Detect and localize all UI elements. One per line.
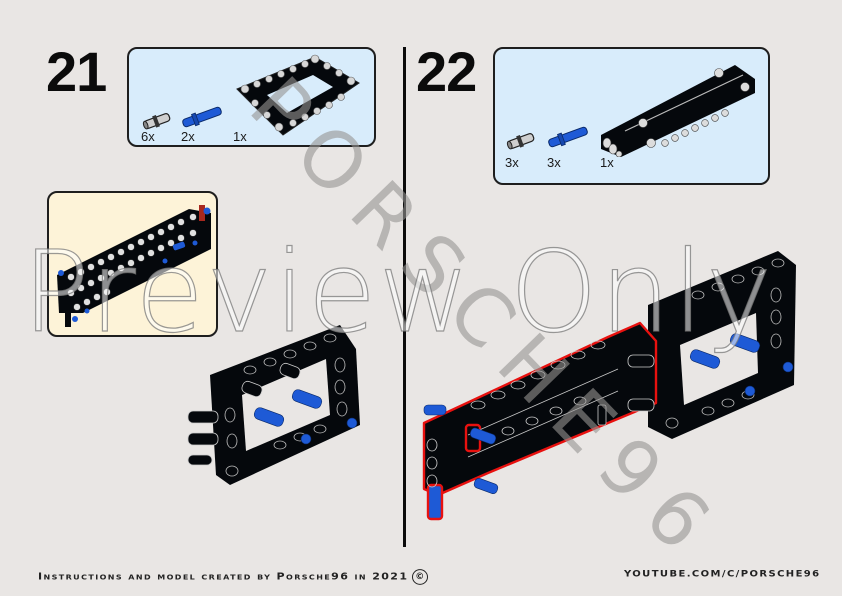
parts-list-box-step-22: 3x 3x 1x <box>493 47 770 185</box>
open-frame-icon <box>236 54 360 136</box>
step-21-model-illustration <box>187 325 360 485</box>
part-qty: 2x <box>181 129 195 144</box>
step-number-21: 21 <box>46 40 107 103</box>
connector-pin-gray-icon <box>506 133 535 150</box>
step-22-model-illustration <box>422 251 796 521</box>
parts-list-box-step-21: 6x 2x 1x <box>127 47 376 147</box>
footer-credit-text: Instructions and model created by Porsch… <box>38 571 409 583</box>
step-divider-line <box>403 47 406 547</box>
part-qty: 3x <box>547 155 561 170</box>
axle-pin-blue-icon <box>182 106 222 128</box>
footer-credit: Instructions and model created by Porsch… <box>38 569 429 585</box>
footer-url[interactable]: youtube.com/c/porsche96 <box>624 569 821 580</box>
part-qty: 6x <box>141 129 155 144</box>
panel-beam-icon <box>601 65 755 157</box>
copyright-icon: © <box>412 569 429 585</box>
part-qty: 1x <box>600 155 614 170</box>
step-number-22: 22 <box>416 40 477 103</box>
subassembly-callout-box <box>47 191 218 337</box>
connector-pin-gray-icon <box>142 113 171 130</box>
axle-pin-blue-icon <box>548 126 588 148</box>
part-qty: 1x <box>233 129 247 144</box>
part-qty: 3x <box>505 155 519 170</box>
subassembly-beam-assembly-icon <box>57 205 211 327</box>
